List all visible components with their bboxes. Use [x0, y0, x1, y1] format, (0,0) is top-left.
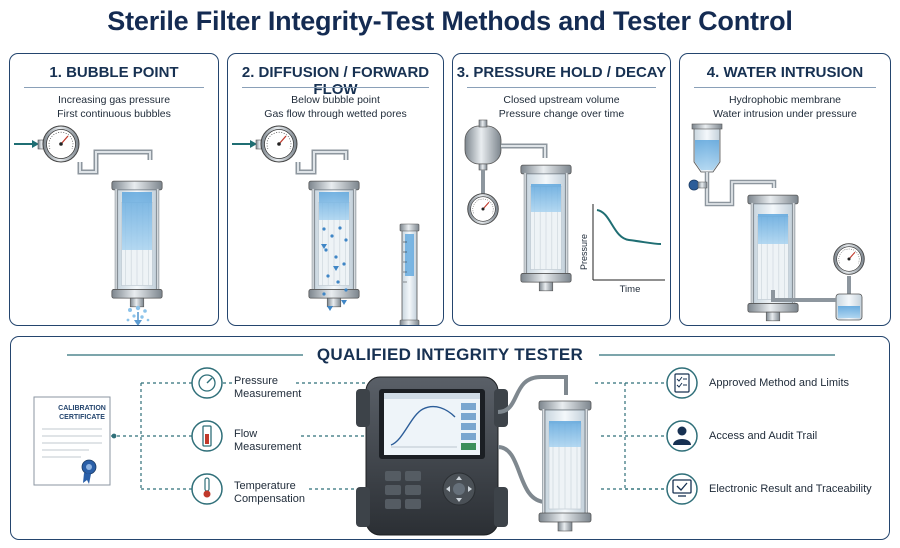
panel-heading: 2. DIFFUSION / FORWARD FLOW — [241, 64, 430, 98]
valve-icon — [688, 179, 700, 191]
label-line: Temperature — [234, 480, 296, 492]
divider — [467, 87, 656, 88]
temperature-compensation-icon — [191, 473, 223, 505]
electronic-result-icon — [666, 473, 698, 505]
input-label-pressure: Pressure Measurement — [234, 375, 301, 401]
description-line: Hydrophobic membrane — [728, 94, 842, 106]
upstream-vessel-icon — [464, 125, 502, 165]
panel-heading: 3. PRESSURE HOLD / DECAY — [456, 64, 667, 81]
label-line: Measurement — [234, 441, 302, 453]
description-line: Closed upstream volume — [503, 94, 620, 106]
chart-x-label: Time — [620, 284, 641, 295]
panel-heading: 4. WATER INTRUSION — [706, 64, 864, 81]
input-label-temperature: Temperature Compensation — [234, 480, 305, 506]
label-line: Measurement — [234, 388, 302, 400]
pressure-gauge-icon — [260, 125, 298, 163]
pressure-gauge-icon — [467, 193, 499, 225]
panel-pressure-hold: 3. PRESSURE HOLD / DECAY Closed upstream… — [452, 53, 671, 326]
divider — [24, 87, 204, 88]
approved-method-icon — [666, 367, 698, 399]
filter-housing-icon — [538, 400, 592, 532]
water-intrusion-illustration — [688, 123, 865, 322]
input-label-flow: Flow Measurement — [234, 428, 301, 454]
pressure-measurement-icon — [191, 367, 223, 399]
bubble-point-illustration — [14, 125, 163, 325]
description-line: First continuous bubbles — [57, 107, 171, 120]
description-line: Increasing gas pressure — [57, 94, 171, 106]
certificate-line: CALIBRATION — [58, 405, 106, 412]
pressure-decay-curve — [596, 209, 662, 245]
panel-bubble-point: 1. BUBBLE POINT Increasing gas pressure … — [9, 53, 219, 326]
description-line: Water intrusion under pressure — [713, 107, 857, 120]
gas-flow-arrows-icon — [321, 226, 348, 311]
pressure-hold-illustration: Pressure Time — [464, 119, 665, 295]
calibration-certificate-icon — [33, 396, 111, 486]
output-label-electronic: Electronic Result and Traceability — [709, 483, 872, 495]
section-heading: QUALIFIED INTEGRITY TESTER — [316, 345, 584, 364]
label-line: Compensation — [234, 493, 305, 505]
divider — [694, 87, 876, 88]
panel-description: Closed upstream volume Pressure change o… — [453, 94, 670, 121]
page-title: Sterile Filter Integrity-Test Methods an… — [107, 6, 793, 36]
divider — [242, 87, 429, 88]
output-label-access: Access and Audit Trail — [709, 430, 818, 442]
integrity-tester-section: QUALIFIED INTEGRITY TESTER — [10, 336, 890, 540]
panel-heading: 1. BUBBLE POINT — [49, 64, 179, 81]
description-line: Below bubble point — [291, 94, 380, 106]
certificate-title: CALIBRATION CERTIFICATE — [44, 404, 120, 422]
access-audit-icon — [666, 420, 698, 452]
panel-description: Increasing gas pressure First continuous… — [10, 94, 218, 121]
chart-y-label: Pressure — [579, 234, 589, 270]
panel-water-intrusion: 4. WATER INTRUSION Hydrophobic membrane … — [679, 53, 891, 326]
flow-measurement-icon — [191, 420, 223, 452]
description-line: Gas flow through wetted pores — [264, 107, 407, 120]
integrity-tester-device-icon — [356, 376, 508, 536]
pressure-gauge-icon — [833, 243, 865, 275]
panel-description: Hydrophobic membrane Water intrusion und… — [680, 94, 890, 121]
diffusion-illustration — [232, 125, 420, 325]
output-label-method: Approved Method and Limits — [709, 377, 850, 389]
tester-diagram — [33, 354, 835, 536]
label-line: Pressure — [234, 375, 279, 387]
panel-description: Below bubble point Gas flow through wett… — [228, 94, 443, 121]
pressure-gauge-icon — [42, 125, 80, 163]
panel-diffusion: 2. DIFFUSION / FORWARD FLOW Below bubble… — [227, 53, 444, 326]
certificate-line: CERTIFICATE — [59, 414, 105, 421]
label-line: Flow — [234, 428, 258, 440]
description-line: Pressure change over time — [498, 107, 625, 120]
